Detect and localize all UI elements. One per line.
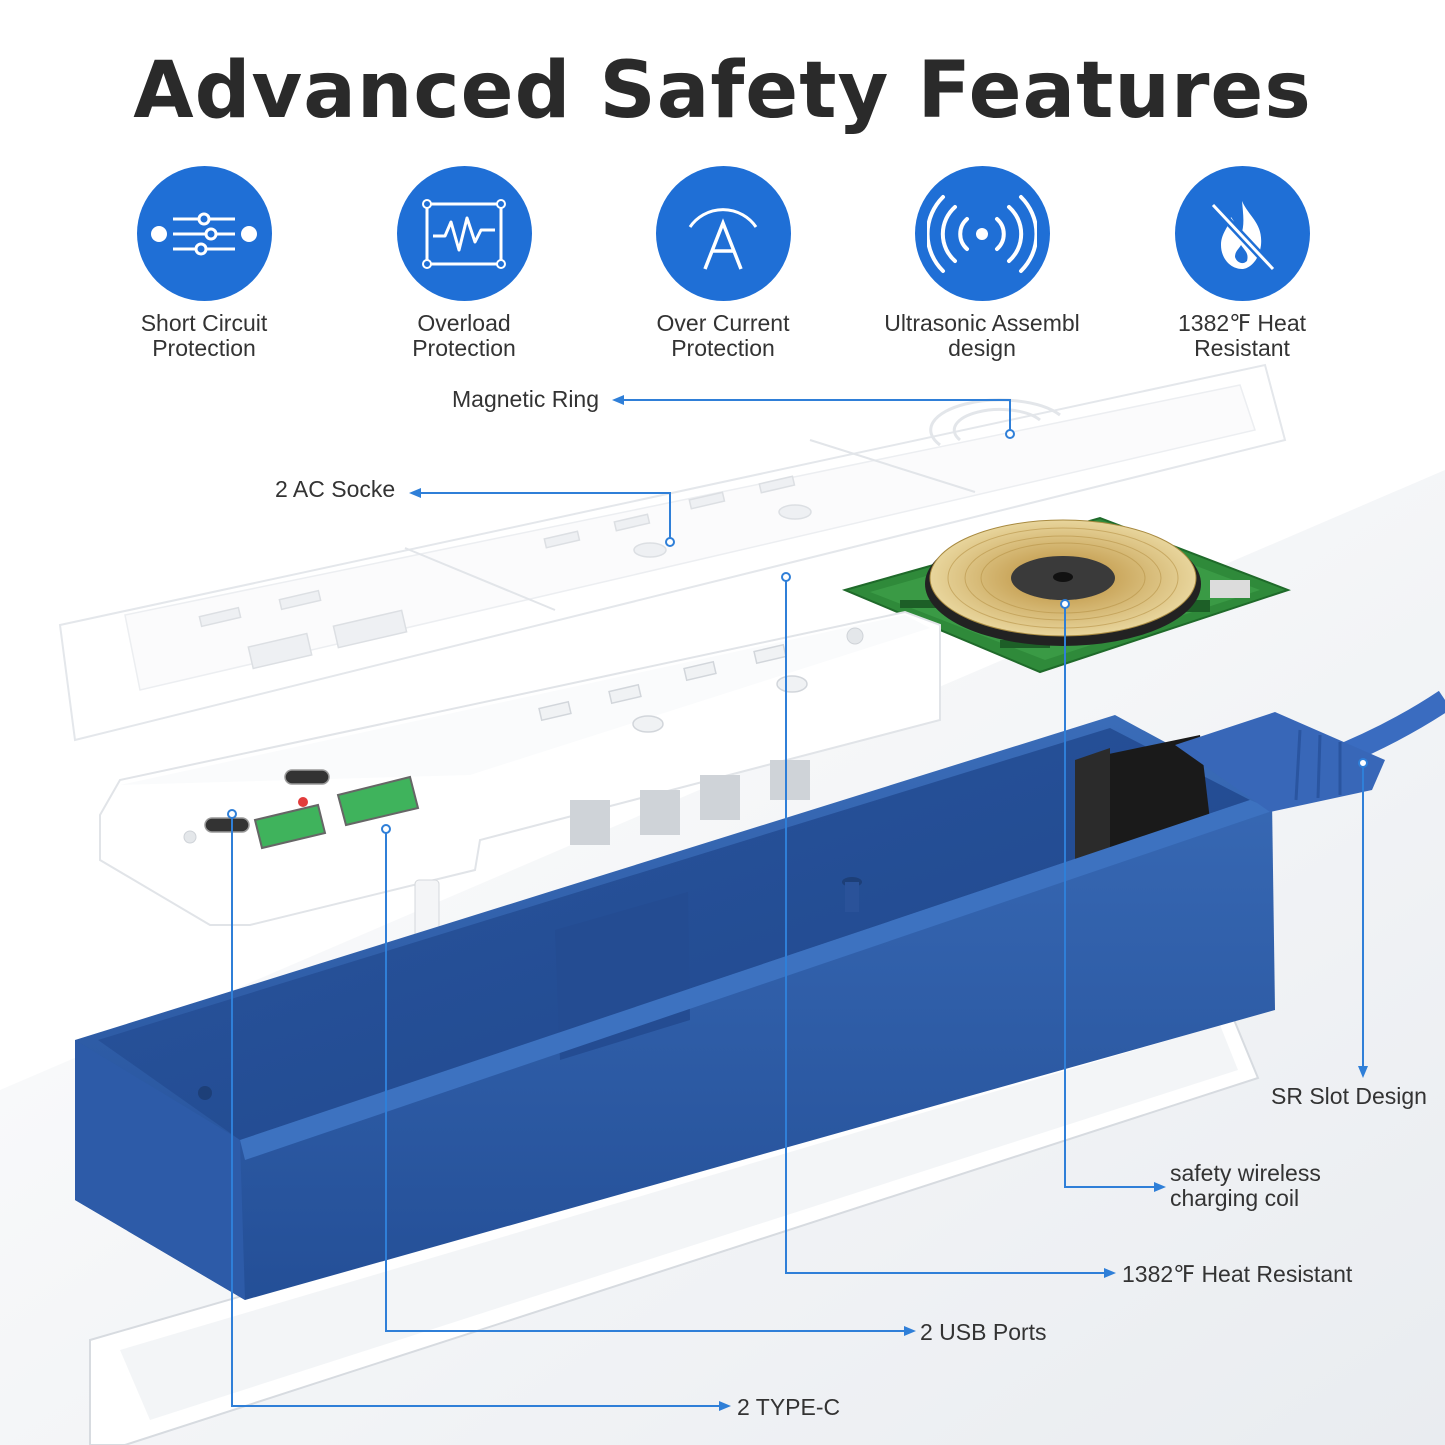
callout-sr-slot: SR Slot Design (1271, 1083, 1427, 1109)
top-lid (58, 363, 1287, 742)
feature-ultrasonic: Ultrasonic Assembl design (862, 166, 1102, 361)
callout-heat-resistant: 1382℉ Heat Resistant (1122, 1261, 1353, 1287)
no-fire-icon (1174, 166, 1310, 301)
feature-overload: Overload Protection (344, 166, 584, 361)
wireless-charging-module (841, 516, 1291, 674)
waveform-icon (396, 166, 532, 301)
callout-lines (231, 399, 1364, 1407)
ampere-icon (655, 166, 791, 301)
feature-label: Over Current Protection (656, 310, 790, 361)
callout-usb-ports: 2 USB Ports (920, 1319, 1047, 1345)
callout-type-c: 2 TYPE-C (737, 1394, 841, 1420)
inner-socket-module (99, 610, 941, 941)
sliders-icon (136, 166, 272, 301)
feature-heat-resistant: 1382℉ Heat Resistant (1122, 166, 1362, 361)
feature-label: Overload Protection (412, 310, 516, 361)
callout-arrowheads (409, 395, 1368, 1411)
callout-magnetic-ring: Magnetic Ring (452, 386, 600, 412)
feature-label: 1382℉ Heat Resistant (1177, 310, 1307, 361)
page-title: Advanced Safety Features (133, 46, 1312, 136)
callout-ac-sockets: 2 AC Socke (275, 476, 396, 502)
ultrasonic-icon (914, 166, 1050, 301)
feature-label: Short Circuit Protection (140, 310, 268, 361)
feature-over-current: Over Current Protection (603, 166, 843, 361)
feature-label: Ultrasonic Assembl design (884, 310, 1080, 361)
callout-charging-coil: safety wireless charging coil (1170, 1160, 1321, 1211)
power-cord (1175, 690, 1445, 812)
feature-short-circuit: Short Circuit Protection (84, 166, 324, 361)
callout-dots (227, 429, 1368, 834)
